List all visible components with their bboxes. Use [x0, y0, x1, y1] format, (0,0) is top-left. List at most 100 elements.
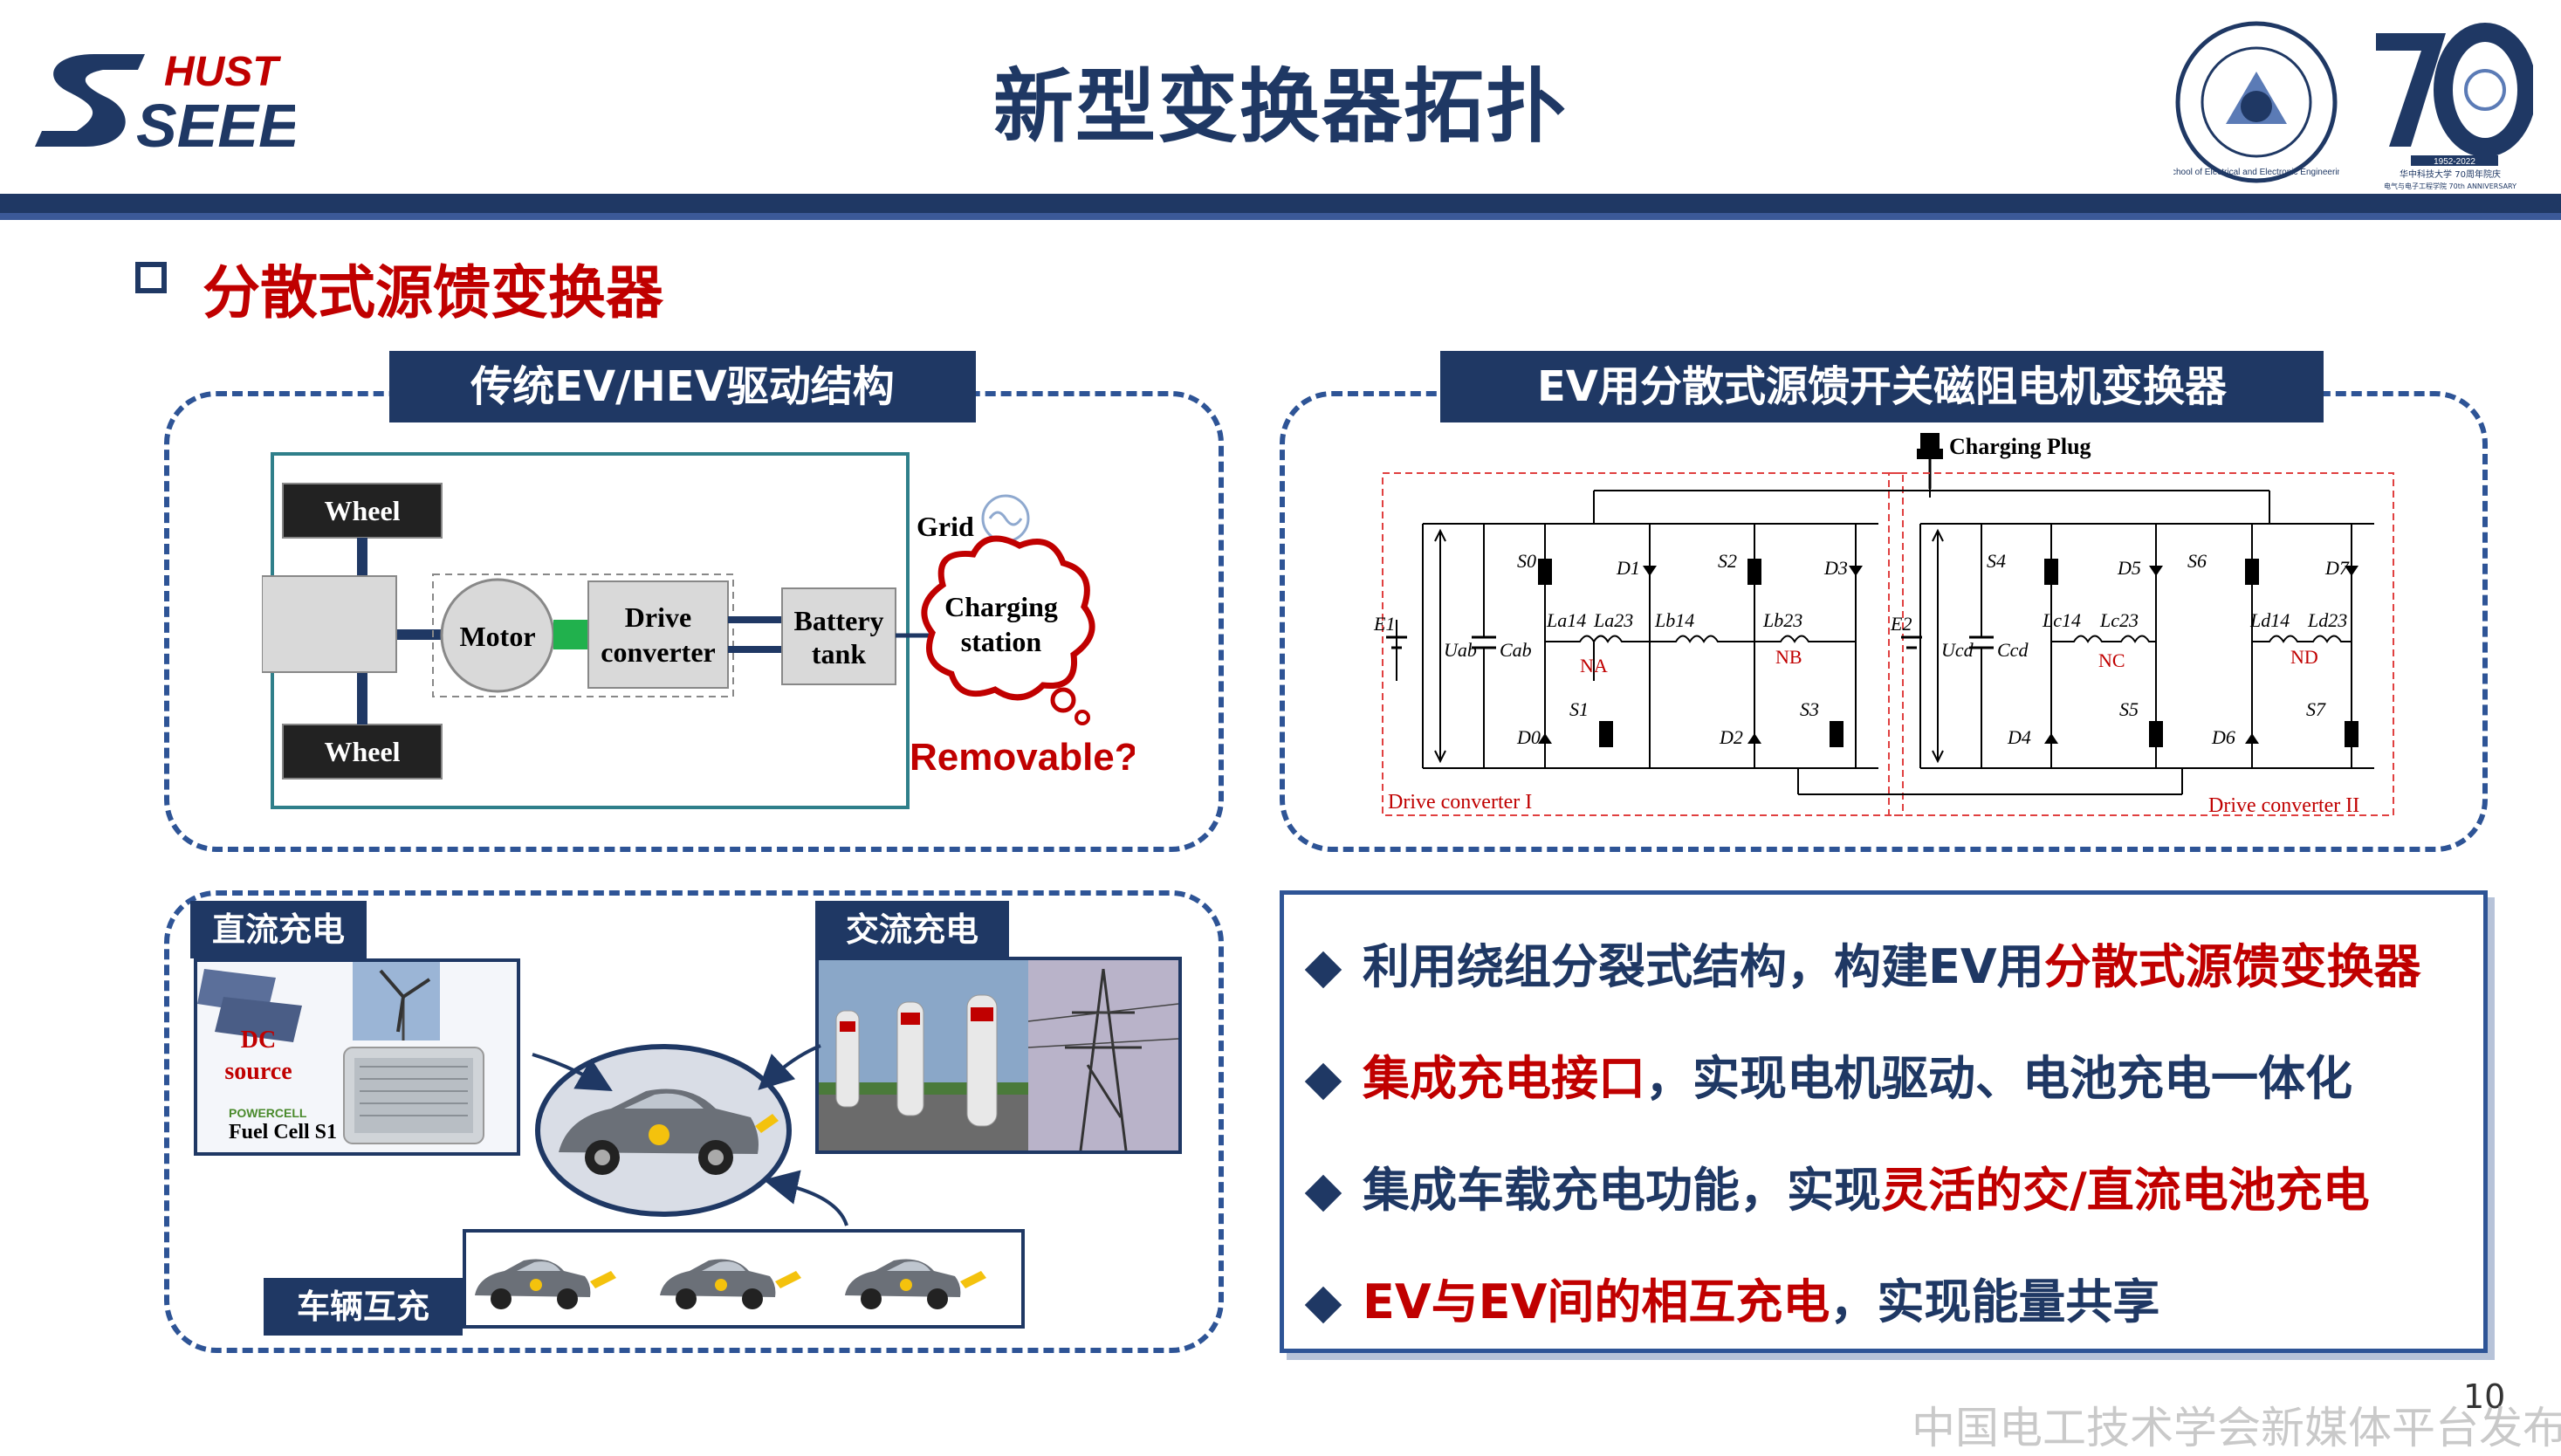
la14-label: La14	[1546, 609, 1586, 631]
d4-label: D4	[2007, 726, 2031, 748]
fuel-cell-label: Fuel Cell S1	[229, 1121, 337, 1144]
charging-station-line1: Charging	[944, 591, 1058, 622]
la23-label: La23	[1593, 609, 1633, 631]
lc23-label: Lc23	[2099, 609, 2139, 631]
dc-source-image: DC source POWERCELL Fuel Cell S1	[194, 958, 520, 1156]
battery-tank-box	[781, 587, 896, 685]
ucd-label: Ucd	[1941, 639, 1974, 661]
section-square-icon	[135, 262, 167, 293]
dc-source-line1: DC	[241, 1027, 276, 1054]
seal-text: School of Electrical and Electronic Engi…	[2173, 168, 2339, 177]
srm-converter-circuit: Charging Plug Drive converter I Drive co…	[1373, 433, 2394, 817]
page-title: 新型变换器拓扑	[992, 60, 1568, 154]
bullet-item-1: 利用绕组分裂式结构，构建EV用分散式源馈变换器	[1304, 928, 2421, 997]
e1-label: E1	[1373, 613, 1395, 635]
school-seal-logo: School of Electrical and Electronic Engi…	[2173, 21, 2339, 183]
dc-charging-label: 直流充电	[190, 901, 367, 958]
center-ev-car	[535, 1044, 792, 1217]
bullet-4-highlight: EV与EV间的相互充电	[1363, 1274, 1830, 1329]
d2-label: D2	[1719, 726, 1743, 748]
header-bar-accent	[0, 213, 2561, 220]
key-points-box: 利用绕组分裂式结构，构建EV用分散式源馈变换器 集成充电接口，实现电机驱动、电池…	[1280, 890, 2488, 1353]
drive-converter-2-label: Drive converter II	[2208, 794, 2359, 817]
s2-label: S2	[1718, 550, 1737, 572]
bullet-2-text: ，实现电机驱动、电池充电一体化	[1645, 1051, 2352, 1106]
diamond-bullet-icon	[1304, 1287, 1342, 1324]
battery-line1: Battery	[793, 605, 883, 636]
s0-label: S0	[1517, 550, 1536, 572]
drive-converter-line2: converter	[601, 636, 715, 668]
v2v-charging-label: 车辆互充	[264, 1278, 463, 1336]
s3-label: S3	[1800, 698, 1819, 720]
panel-charging-modes	[164, 890, 1224, 1353]
uab-label: Uab	[1444, 639, 1477, 661]
diamond-bullet-icon	[1304, 951, 1342, 989]
wheel-top-label: Wheel	[324, 495, 400, 526]
s5-label: S5	[2119, 698, 2139, 720]
anniversary-70-logo: 1952-2022 华中科技大学 70周年院庆 电气与电子工程学院 70th A…	[2376, 23, 2533, 190]
d5-label: D5	[2117, 557, 2141, 579]
charging-arrows	[532, 1044, 848, 1226]
ev-drive-structure-diagram: Wheel Wheel Motor Drive converter Batter…	[262, 452, 1135, 809]
e2-label: E2	[1890, 613, 1912, 635]
charging-plug-label: Charging Plug	[1949, 434, 2091, 459]
anniversary-years: 1952-2022	[2434, 157, 2475, 167]
bullet-item-3: 集成车载充电功能，实现灵活的交/直流电池充电	[1304, 1151, 2370, 1220]
section-title: 分散式源馈变换器	[203, 259, 663, 326]
bullet-item-2: 集成充电接口，实现电机驱动、电池充电一体化	[1304, 1040, 2352, 1109]
nd-label: ND	[2290, 646, 2318, 668]
hust-seee-logo: HUST SEEE	[35, 49, 295, 157]
dc-source-line2: source	[224, 1058, 292, 1085]
powercell-brand: POWERCELL	[229, 1106, 307, 1120]
d6-label: D6	[2211, 726, 2235, 748]
bullet-item-4: EV与EV间的相互充电，实现能量共享	[1304, 1263, 2160, 1332]
bullet-3-highlight: 灵活的交/直流电池充电	[1881, 1163, 2370, 1218]
d7-label: D7	[2324, 557, 2350, 579]
ac-charging-label: 交流充电	[815, 901, 1009, 958]
wheel-bottom-label: Wheel	[324, 736, 400, 767]
watermark: 中国电工技术学会新媒体平台发布	[1912, 1403, 2561, 1453]
nc-label: NC	[2098, 649, 2125, 671]
wheel-bottom-box	[282, 724, 443, 780]
diamond-bullet-icon	[1304, 1063, 1342, 1101]
na-label: NA	[1580, 655, 1608, 676]
bullet-1-text: 利用绕组分裂式结构，构建EV用	[1363, 939, 2044, 994]
wheel-top-box	[282, 483, 443, 539]
bullet-4-text: ，实现能量共享	[1830, 1274, 2160, 1329]
ld14-label: Ld14	[2249, 609, 2290, 631]
diamond-bullet-icon	[1304, 1175, 1342, 1212]
v2v-cars-image	[463, 1229, 1025, 1329]
d1-label: D1	[1616, 557, 1640, 579]
nb-label: NB	[1775, 646, 1802, 668]
drive-converter-2-frame	[1888, 472, 2394, 816]
logo-seee-text: SEEE	[136, 92, 295, 157]
page-number: 10	[2463, 1377, 2506, 1416]
d0-label: D0	[1516, 726, 1541, 748]
bullet-3-text: 集成车载充电功能，实现	[1363, 1163, 1881, 1218]
cab-label: Cab	[1500, 639, 1532, 661]
s4-label: S4	[1987, 550, 2006, 572]
removable-cloud	[921, 535, 1095, 701]
s7-label: S7	[2306, 698, 2326, 720]
grid-label: Grid	[917, 511, 974, 542]
removable-question: Removable?	[910, 736, 1135, 779]
motor-label: Motor	[459, 621, 535, 652]
charging-station-box	[262, 575, 397, 673]
charging-station-line2: station	[961, 626, 1042, 657]
logo-hust-text: HUST	[164, 49, 281, 95]
bullet-2-highlight: 集成充电接口	[1363, 1051, 1645, 1106]
ccd-label: Ccd	[1997, 639, 2029, 661]
lb14-label: Lb14	[1654, 609, 1694, 631]
ac-charging-image	[815, 957, 1182, 1154]
lb23-label: Lb23	[1762, 609, 1802, 631]
drive-converter-1-label: Drive converter I	[1388, 791, 1532, 814]
ld23-label: Ld23	[2307, 609, 2347, 631]
battery-line2: tank	[812, 638, 866, 670]
panel-converter-circuit-tab: EV用分散式源馈开关磁阻电机变换器	[1440, 351, 2324, 422]
bullet-1-highlight: 分散式源馈变换器	[2043, 939, 2421, 994]
motor-coupling	[553, 620, 588, 649]
s6-label: S6	[2187, 550, 2207, 572]
lc14-label: Lc14	[2042, 609, 2081, 631]
s1-label: S1	[1569, 698, 1589, 720]
drive-converter-box	[587, 580, 729, 689]
